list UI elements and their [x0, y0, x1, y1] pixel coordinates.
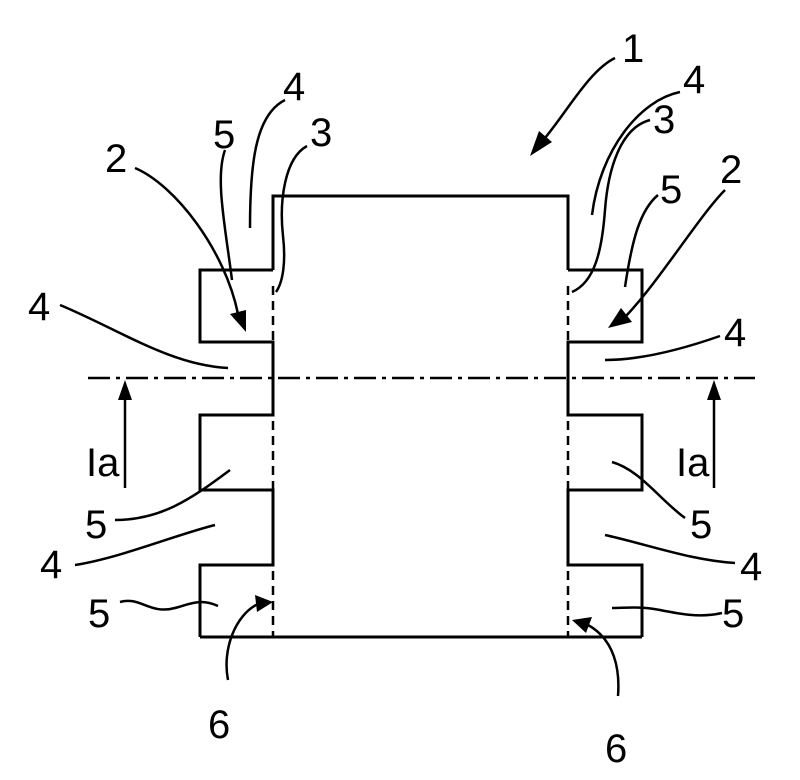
- label-6-left: 6: [208, 703, 230, 747]
- leader-4-low-right: [604, 533, 736, 565]
- label-4-top-right: 4: [683, 58, 705, 102]
- label-1: 1: [622, 27, 644, 71]
- leader-6-left: [225, 595, 273, 681]
- leader-5-top-left: [219, 149, 234, 281]
- label-section-left: Ia: [86, 441, 120, 485]
- section-arrow-left: [118, 380, 132, 488]
- leader-4-mid-left: [59, 303, 229, 370]
- component-outline: [198, 194, 644, 639]
- label-4-mid-right: 4: [724, 311, 746, 355]
- leader-5-top-right: [623, 194, 659, 288]
- leader-3-left: [274, 144, 308, 293]
- label-6-right: 6: [605, 727, 627, 771]
- label-4-low-right: 4: [740, 545, 762, 589]
- label-5-bot-left: 5: [88, 592, 110, 636]
- label-5-bot-right: 5: [722, 592, 744, 636]
- leader-2-right: [608, 189, 726, 328]
- leader-4-mid-right: [604, 334, 721, 362]
- leader-5-mid-left: [114, 468, 231, 522]
- label-section-right: Ia: [676, 441, 710, 485]
- leader-2-left: [134, 166, 246, 332]
- label-4-low-left: 4: [40, 543, 62, 587]
- label-5-top-left: 5: [213, 113, 235, 157]
- leader-4-low-left: [74, 523, 216, 567]
- leader-1: [530, 56, 616, 156]
- leader-3-right: [571, 118, 651, 294]
- label-5-mid-right: 5: [690, 503, 712, 547]
- label-3-right: 3: [653, 98, 675, 142]
- label-4-mid-left: 4: [28, 285, 50, 329]
- leader-5-mid-right: [611, 460, 686, 520]
- leader-6-right: [572, 617, 620, 697]
- left-upper-tooth: [198, 268, 275, 637]
- leader-5-bot-left: [119, 599, 219, 611]
- leader-5-bot-right: [611, 606, 723, 617]
- label-2-left: 2: [105, 137, 127, 181]
- leader-4-top-left: [248, 98, 286, 229]
- section-arrow-right: [707, 380, 721, 488]
- label-5-top-right: 5: [660, 168, 682, 212]
- label-2-right: 2: [720, 148, 742, 192]
- label-3-left: 3: [310, 111, 332, 155]
- central-body-top-edge: [271, 194, 570, 270]
- label-4-top-left: 4: [283, 65, 305, 109]
- label-5-mid-left: 5: [85, 503, 107, 547]
- leader-4-top-right: [590, 90, 681, 216]
- right-upper-tooth: [566, 268, 644, 637]
